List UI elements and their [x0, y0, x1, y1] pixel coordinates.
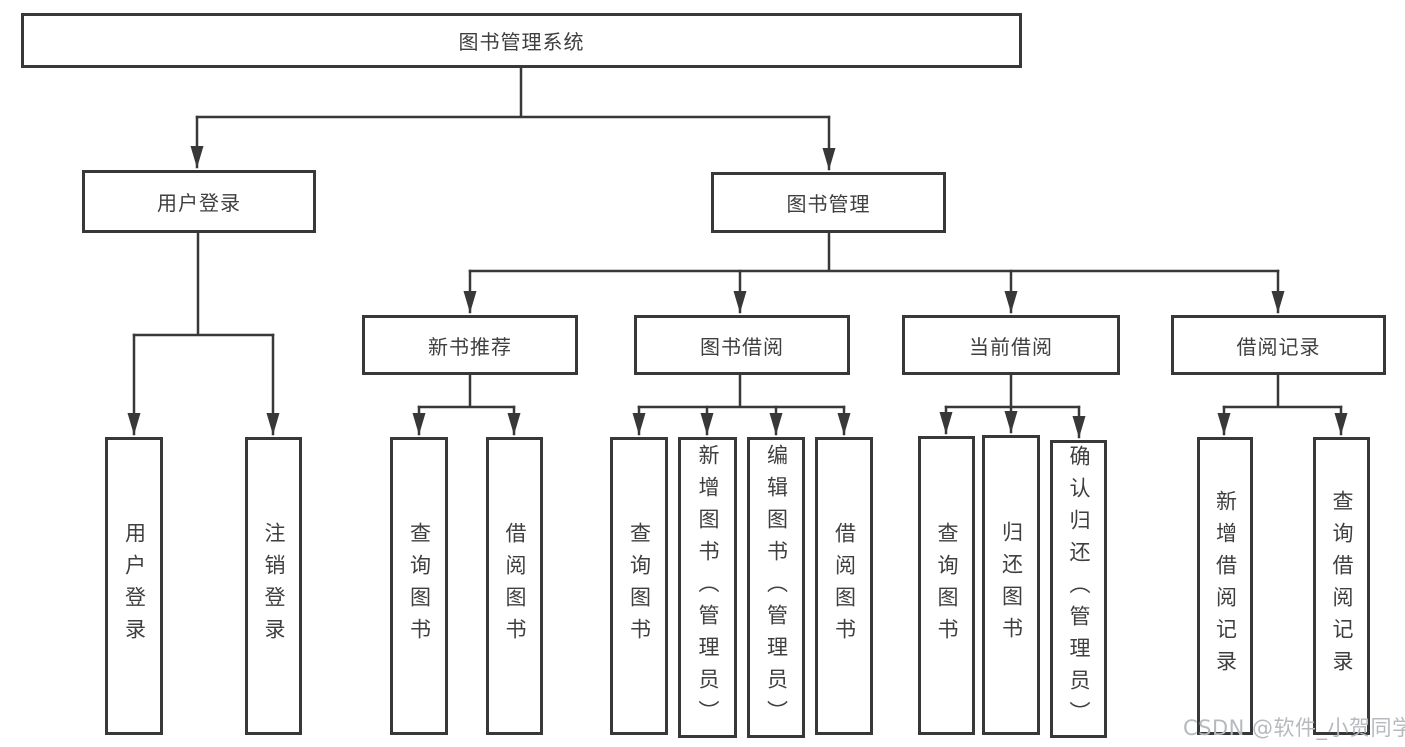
- leaf-borrow-books-1: 借阅图书: [486, 437, 543, 735]
- node-user-login-branch: 用户登录: [82, 170, 316, 233]
- leaf-edit-books-admin: 编辑图书（管理员）: [747, 437, 805, 738]
- leaf-label: 查询图书: [407, 522, 432, 650]
- leaf-label: 查询借阅记录: [1330, 490, 1354, 682]
- leaf-query-books-2: 查询图书: [610, 437, 668, 735]
- node-new-book-recommendation: 新书推荐: [362, 315, 578, 375]
- leaf-label: 确认归还（管理员）: [1067, 445, 1091, 733]
- leaf-label: 新增图书（管理员）: [696, 443, 720, 732]
- leaf-label: 用户登录: [122, 522, 147, 650]
- node-borrowing-records: 借阅记录: [1171, 315, 1386, 375]
- leaf-user-login: 用户登录: [105, 437, 163, 735]
- leaf-label: 查询图书: [627, 522, 652, 650]
- leaf-logout: 注销登录: [245, 437, 302, 735]
- leaf-label: 借阅图书: [832, 522, 857, 650]
- leaf-label: 归还图书: [999, 521, 1024, 649]
- leaf-confirm-return-admin: 确认归还（管理员）: [1050, 440, 1107, 738]
- leaf-query-borrow-record: 查询借阅记录: [1313, 437, 1370, 735]
- leaf-label: 查询图书: [935, 521, 959, 650]
- leaf-label: 新增借阅记录: [1213, 490, 1238, 682]
- leaf-add-borrow-record: 新增借阅记录: [1197, 437, 1253, 735]
- leaf-query-books-3: 查询图书: [918, 436, 975, 735]
- leaf-label: 借阅图书: [503, 522, 527, 650]
- node-book-borrowing: 图书借阅: [634, 315, 850, 375]
- leaf-borrow-books-2: 借阅图书: [815, 437, 873, 735]
- node-label: 图书管理: [786, 192, 871, 216]
- leaf-return-books: 归还图书: [982, 435, 1040, 735]
- leaf-label: 编辑图书（管理员）: [764, 443, 789, 732]
- node-label: 借阅记录: [1236, 334, 1321, 359]
- csdn-watermark: CSDN @软件_小贺同学: [1183, 716, 1405, 740]
- node-label: 当前借阅: [969, 334, 1053, 359]
- node-book-management-branch: 图书管理: [711, 172, 946, 233]
- node-label: 新书推荐: [428, 334, 512, 359]
- node-root-system: 图书管理系统: [21, 13, 1022, 68]
- node-current-borrowing: 当前借阅: [902, 315, 1120, 375]
- leaf-add-books-admin: 新增图书（管理员）: [678, 437, 737, 738]
- leaf-query-books-1: 查询图书: [390, 437, 448, 735]
- node-label: 图书借阅: [700, 334, 784, 359]
- node-root-label: 图书管理系统: [458, 30, 585, 54]
- node-label: 用户登录: [157, 191, 241, 215]
- leaf-label: 注销登录: [262, 522, 286, 650]
